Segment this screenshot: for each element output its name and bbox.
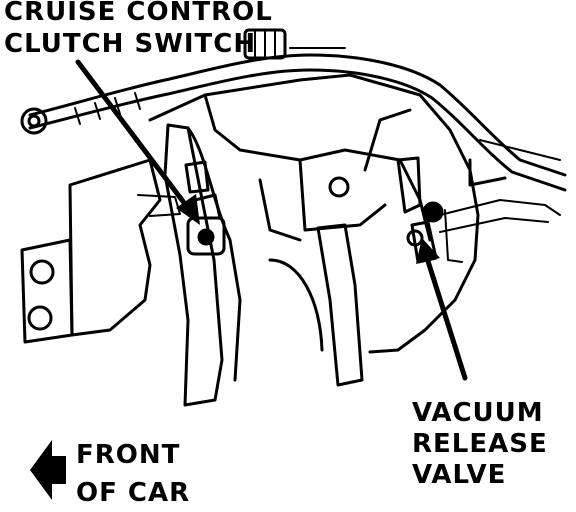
vacuum-valve-label-line: RELEASE [412, 429, 548, 459]
vacuum-valve-label-line: VALVE [412, 460, 507, 490]
valve-pointer [416, 238, 468, 381]
front-of-car-label-line: FRONT [76, 440, 181, 470]
clutch-pedal-arm [163, 123, 242, 407]
left-mounting-flange [20, 158, 162, 344]
clutch-switch-label-line: CRUISE CONTROL [4, 0, 273, 27]
vacuum-valve-label: VACUUM RELEASE VALVE [412, 398, 548, 491]
clutch-switch-pointer [75, 59, 200, 225]
vacuum-valve-label-line: VACUUM [412, 398, 544, 428]
wiring-harness [20, 28, 567, 192]
clutch-switch-label-line: CLUTCH SWITCH [4, 29, 257, 59]
front-of-car-label: FRONT OF CAR [76, 436, 190, 512]
brake-pedal-arm [268, 176, 364, 387]
vacuum-release-valve [396, 139, 561, 264]
front-direction-arrow-icon [30, 440, 66, 500]
front-of-car-label-line: OF CAR [76, 478, 191, 508]
clutch-switch-label: CRUISE CONTROL CLUTCH SWITCH [4, 0, 273, 60]
